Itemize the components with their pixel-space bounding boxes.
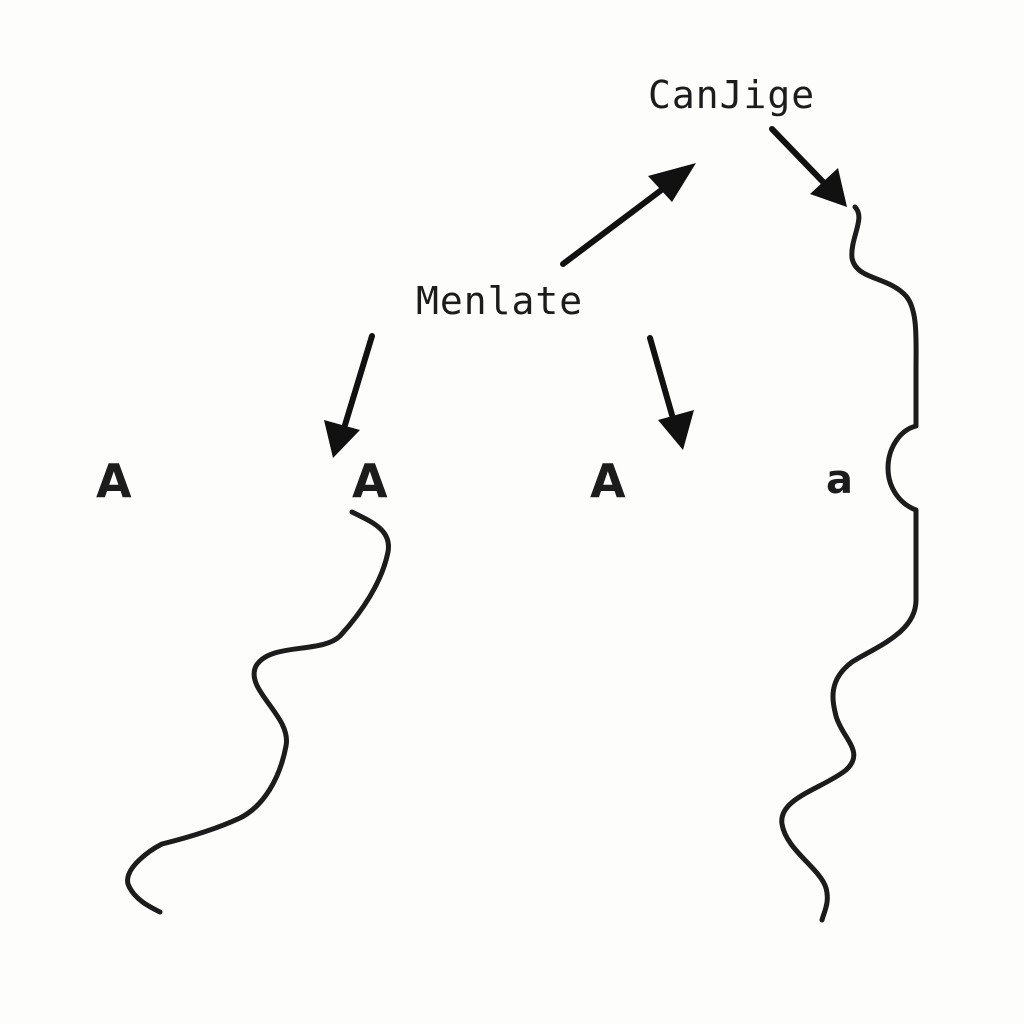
arrow-middle-to-letter-3	[647, 335, 694, 450]
left-wavy-curve	[125, 509, 391, 915]
arrow-head	[658, 410, 694, 450]
arrow-shaft	[647, 335, 675, 418]
arrow-head	[648, 163, 696, 202]
arrow-middle-to-top	[560, 163, 696, 267]
node-top-label: CanJige	[648, 73, 816, 117]
node-letter-1: A	[96, 454, 132, 508]
node-letter-4: a	[826, 457, 853, 503]
node-letter-2: A	[352, 454, 388, 508]
arrow-shaft	[342, 333, 375, 428]
node-letter-3: A	[590, 454, 626, 508]
arrow-shaft	[769, 126, 829, 188]
right-wavy-curve	[779, 204, 919, 923]
arrow-head	[810, 168, 847, 207]
arrow-middle-to-letter-2	[324, 333, 375, 458]
node-middle-label: Menlate	[416, 279, 584, 323]
arrow-shaft	[560, 179, 675, 267]
arrow-top-to-right-curve	[769, 126, 847, 207]
arrow-head	[324, 420, 360, 458]
